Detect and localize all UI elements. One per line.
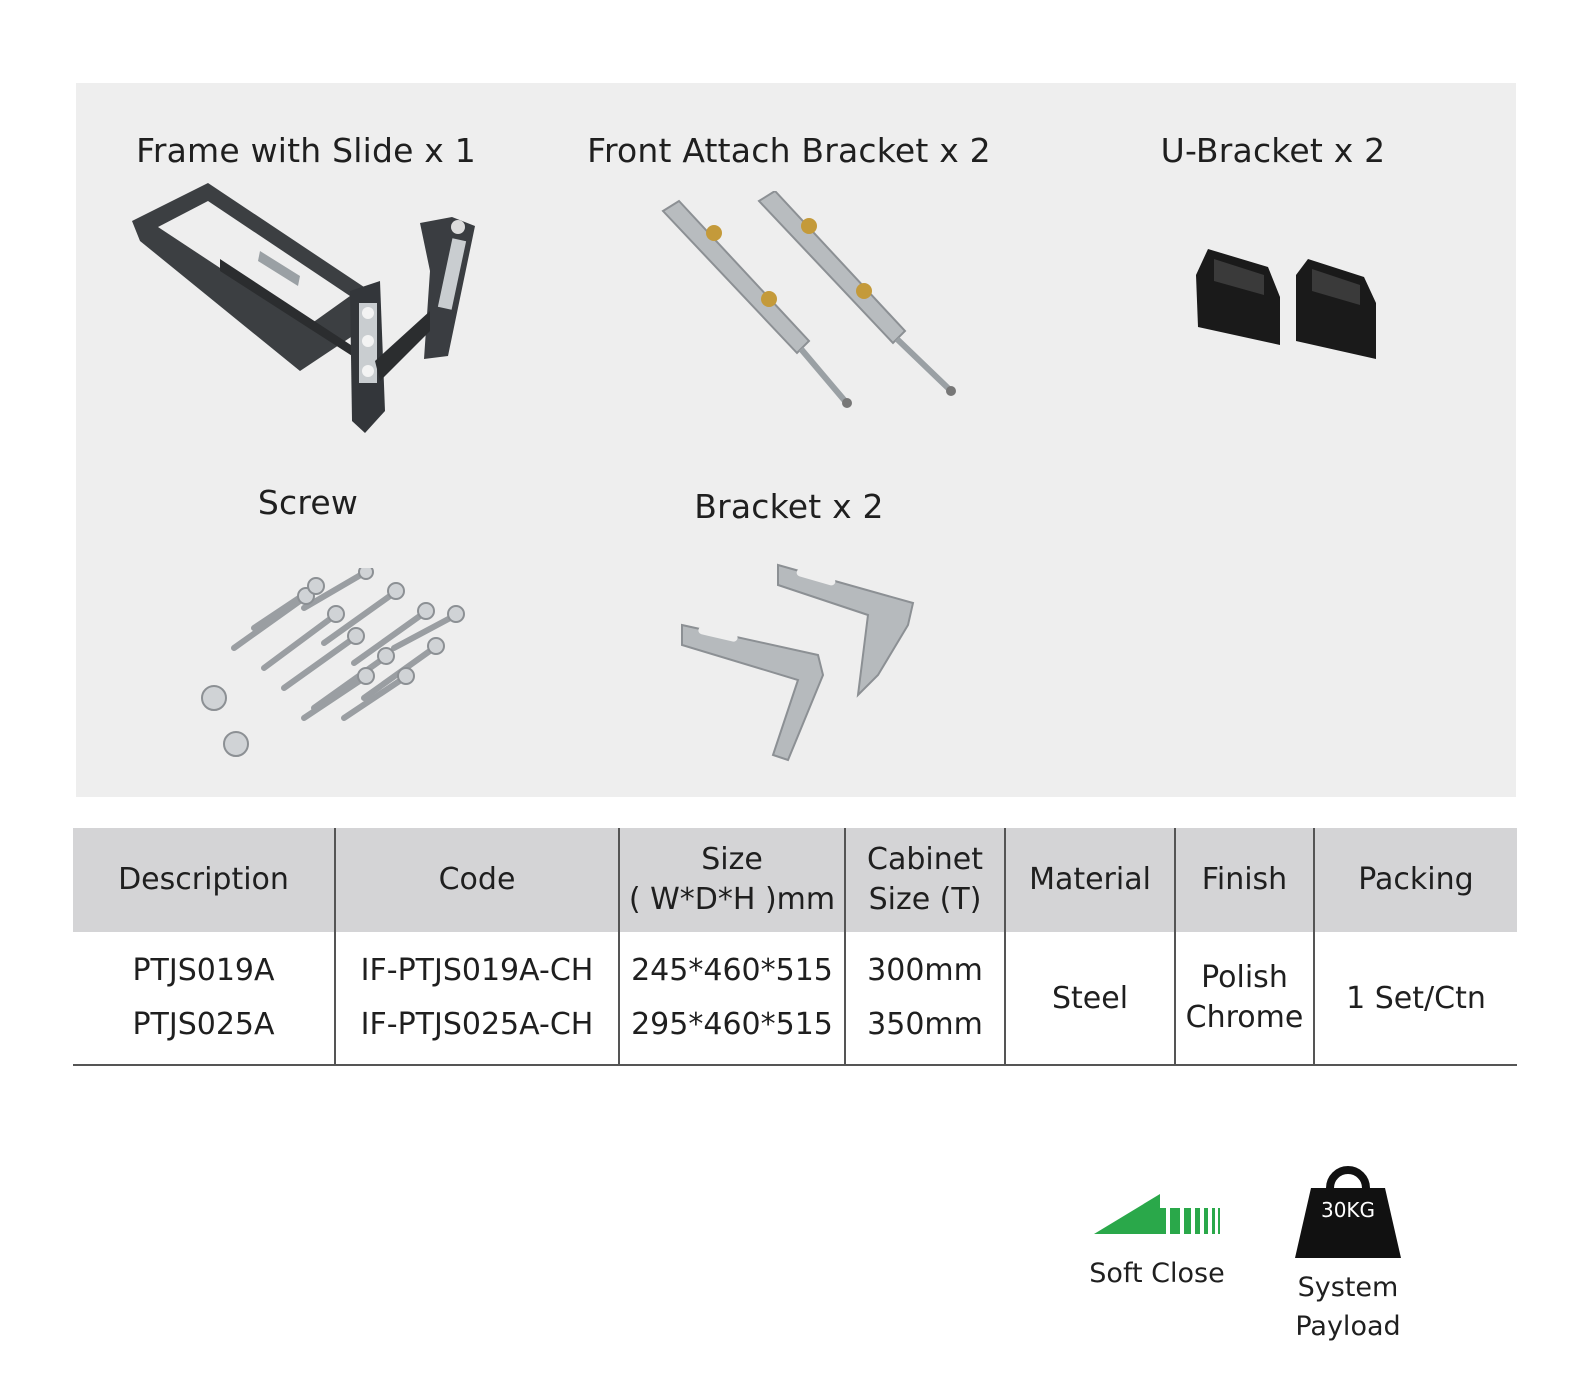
cabinet-row-1: 300mm: [867, 953, 983, 988]
size-row-2: 295*460*515: [631, 1007, 833, 1042]
header-cabinet-size: Cabinet Size (T): [844, 828, 1006, 932]
soft-close-label: Soft Close: [1089, 1258, 1225, 1289]
cabinet-row-2: 350mm: [867, 1007, 983, 1042]
cell-code: IF-PTJS019A-CH IF-PTJS025A-CH: [334, 932, 620, 1066]
header-description: Description: [73, 828, 336, 932]
spec-table: Description Code Size ( W*D*H )mm Cabine…: [73, 828, 1517, 1066]
part-title-bracket: Bracket x 2: [694, 487, 884, 526]
screws-image: [194, 568, 474, 768]
cell-description: PTJS019A PTJS025A: [73, 932, 336, 1066]
feature-system-payload: 30KG System Payload: [1283, 1160, 1413, 1346]
header-size-line2: ( W*D*H )mm: [628, 882, 836, 917]
part-title-u-bracket: U-Bracket x 2: [1160, 131, 1386, 170]
cell-cabinet-size: 300mm 350mm: [844, 932, 1006, 1066]
table-row: PTJS019A PTJS025A IF-PTJS019A-CH IF-PTJS…: [73, 932, 1517, 1066]
part-title-front-attach-bracket: Front Attach Bracket x 2: [587, 131, 991, 170]
header-finish: Finish: [1174, 828, 1315, 932]
header-cabinet-line2: Size (T): [868, 882, 982, 917]
soft-close-icon: [1094, 1194, 1220, 1234]
size-row-1: 245*460*515: [631, 953, 833, 988]
header-size: Size ( W*D*H )mm: [618, 828, 846, 932]
part-title-screw: Screw: [257, 483, 359, 522]
payload-label-line1: System: [1297, 1272, 1399, 1303]
part-title-frame: Frame with Slide x 1: [136, 131, 476, 170]
code-row-2: IF-PTJS025A-CH: [360, 1007, 594, 1042]
table-header-row: Description Code Size ( W*D*H )mm Cabine…: [73, 828, 1517, 932]
feature-soft-close: Soft Close: [1082, 1190, 1232, 1293]
cell-packing: 1 Set/Ctn: [1313, 932, 1517, 1066]
parts-panel: Frame with Slide x 1 Front Attach Bracke…: [76, 83, 1516, 797]
header-packing: Packing: [1313, 828, 1517, 932]
front-attach-bracket-image: [659, 191, 979, 409]
l-bracket-image: [678, 555, 928, 765]
header-size-line1: Size: [701, 842, 763, 877]
finish-line2: Chrome: [1185, 1000, 1304, 1035]
header-code: Code: [334, 828, 620, 932]
code-row-1: IF-PTJS019A-CH: [360, 953, 594, 988]
cell-size: 245*460*515 295*460*515: [618, 932, 846, 1066]
finish-line1: Polish: [1201, 960, 1288, 995]
header-cabinet-line1: Cabinet: [867, 842, 983, 877]
cell-finish: Polish Chrome: [1174, 932, 1315, 1066]
cell-material: Steel: [1004, 932, 1176, 1066]
u-bracket-image: [1188, 245, 1378, 365]
header-material: Material: [1004, 828, 1176, 932]
payload-label-line2: Payload: [1295, 1311, 1401, 1342]
frame-with-slide-image: [130, 181, 486, 436]
weight-icon: 30KG: [1293, 1160, 1403, 1260]
description-row-2: PTJS025A: [132, 1007, 275, 1042]
weight-value: 30KG: [1320, 1198, 1376, 1222]
description-row-1: PTJS019A: [132, 953, 275, 988]
